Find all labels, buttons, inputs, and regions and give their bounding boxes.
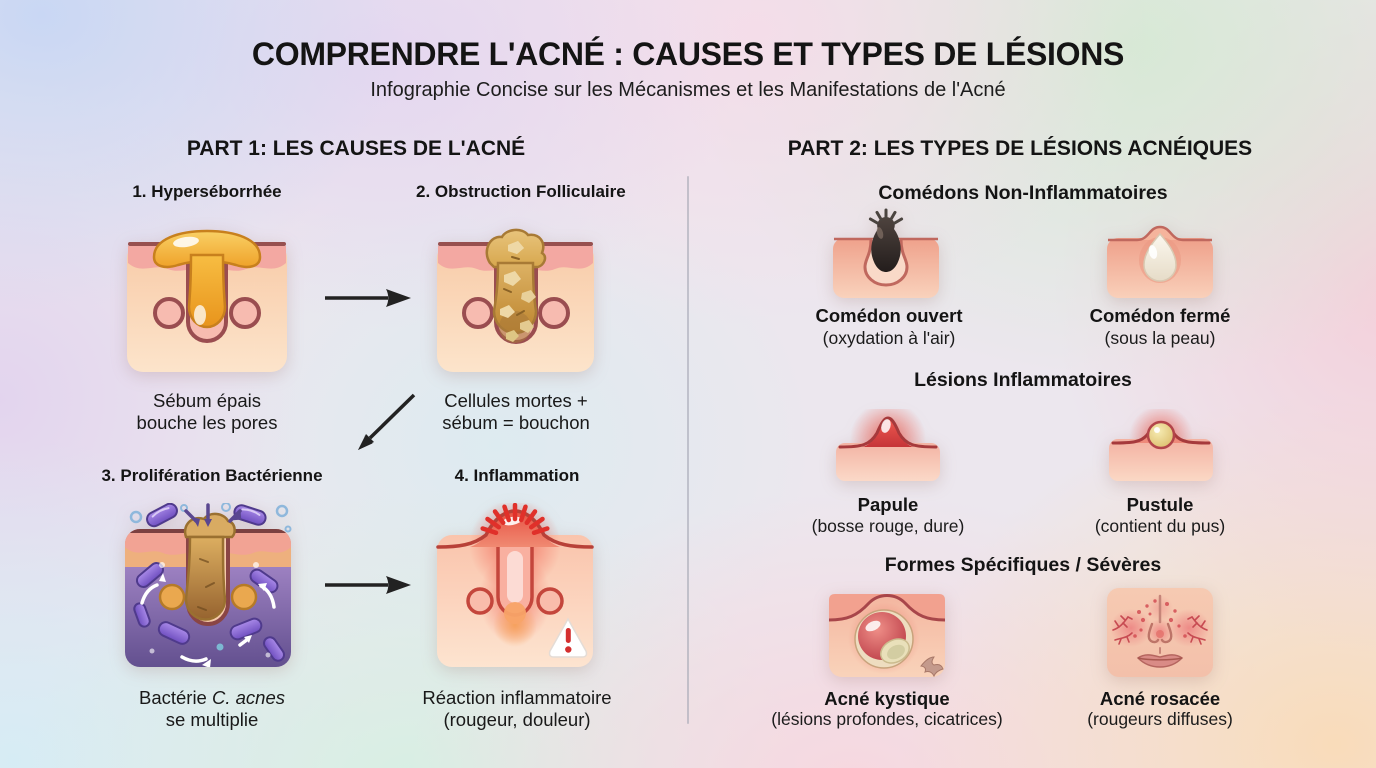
step3-label: 3. Prolifération Bactérienne [101, 466, 323, 485]
inflammation-illustration [436, 503, 594, 667]
lesion-name-acne-rosacee: Acné rosacée [1099, 688, 1221, 709]
bacteria-proliferation-illustration [125, 503, 292, 667]
papule-illustration [836, 409, 940, 481]
lesion-detail-papule: (bosse rouge, dure) [811, 516, 965, 536]
lesion-detail-comedon-ouvert: (oxydation à l'air) [822, 328, 956, 348]
arrow-right-icon [325, 289, 411, 307]
lesion-detail-acne-kystique: (lésions profondes, cicatrices) [771, 709, 1003, 729]
section-title-comedons: Comédons Non-Inflammatoires [878, 182, 1168, 204]
vessels-left [1112, 615, 1133, 645]
step2-label: 2. Obstruction Folliculaire [416, 182, 626, 201]
part2-header: PART 2: LES TYPES DE LÉSIONS ACNÉIQUES [787, 137, 1253, 160]
section-title-inflammatoires: Lésions Inflammatoires [914, 369, 1132, 391]
lesion-name-acne-kystique: Acné kystique [824, 688, 950, 709]
lesion-name-comedon-ferme: Comédon fermé [1089, 305, 1231, 326]
vertical-divider [687, 176, 689, 724]
warning-triangle-icon [548, 617, 588, 658]
closed-comedo-illustration [1107, 225, 1213, 298]
pustule-illustration [1109, 409, 1213, 481]
step4-caption: Réaction inflammatoire(rougeur, douleur) [422, 687, 612, 730]
page-title: COMPRENDRE L'ACNÉ : CAUSES ET TYPES DE L… [251, 36, 1125, 72]
clogged-follicle-illustration [437, 228, 594, 372]
page-subtitle: Infographie Concise sur les Mécanismes e… [370, 79, 1006, 101]
lesion-detail-pustule: (contient du pus) [1094, 516, 1226, 536]
arrow-right-icon [325, 576, 411, 594]
red-dots [1133, 599, 1187, 638]
lesion-name-comedon-ouvert: Comédon ouvert [815, 305, 963, 326]
rosacea-face-illustration [1107, 588, 1213, 677]
arrow-down-left-icon [358, 393, 416, 450]
lesion-name-papule: Papule [857, 494, 919, 515]
step4-label: 4. Inflammation [454, 466, 580, 485]
step3-caption: Bactérie C. acnes se multiplie [138, 687, 286, 730]
scar-mark [920, 656, 944, 678]
lesion-detail-acne-rosacee: (rougeurs diffuses) [1087, 709, 1233, 729]
section-title-severes: Formes Spécifiques / Sévères [884, 554, 1162, 576]
lesion-detail-comedon-ferme: (sous la peau) [1104, 328, 1216, 348]
part1-header: PART 1: LES CAUSES DE L'ACNÉ [186, 137, 526, 160]
lesion-name-pustule: Pustule [1126, 494, 1194, 515]
sebum-overflow-follicle-illustration [127, 229, 287, 372]
step2-caption: Cellules mortes +sébum = bouchon [442, 390, 590, 433]
vessels-right [1187, 615, 1208, 645]
step1-label: 1. Hyperséborrhée [132, 182, 282, 201]
cystic-acne-illustration [828, 594, 946, 678]
open-comedo-illustration [833, 208, 939, 298]
